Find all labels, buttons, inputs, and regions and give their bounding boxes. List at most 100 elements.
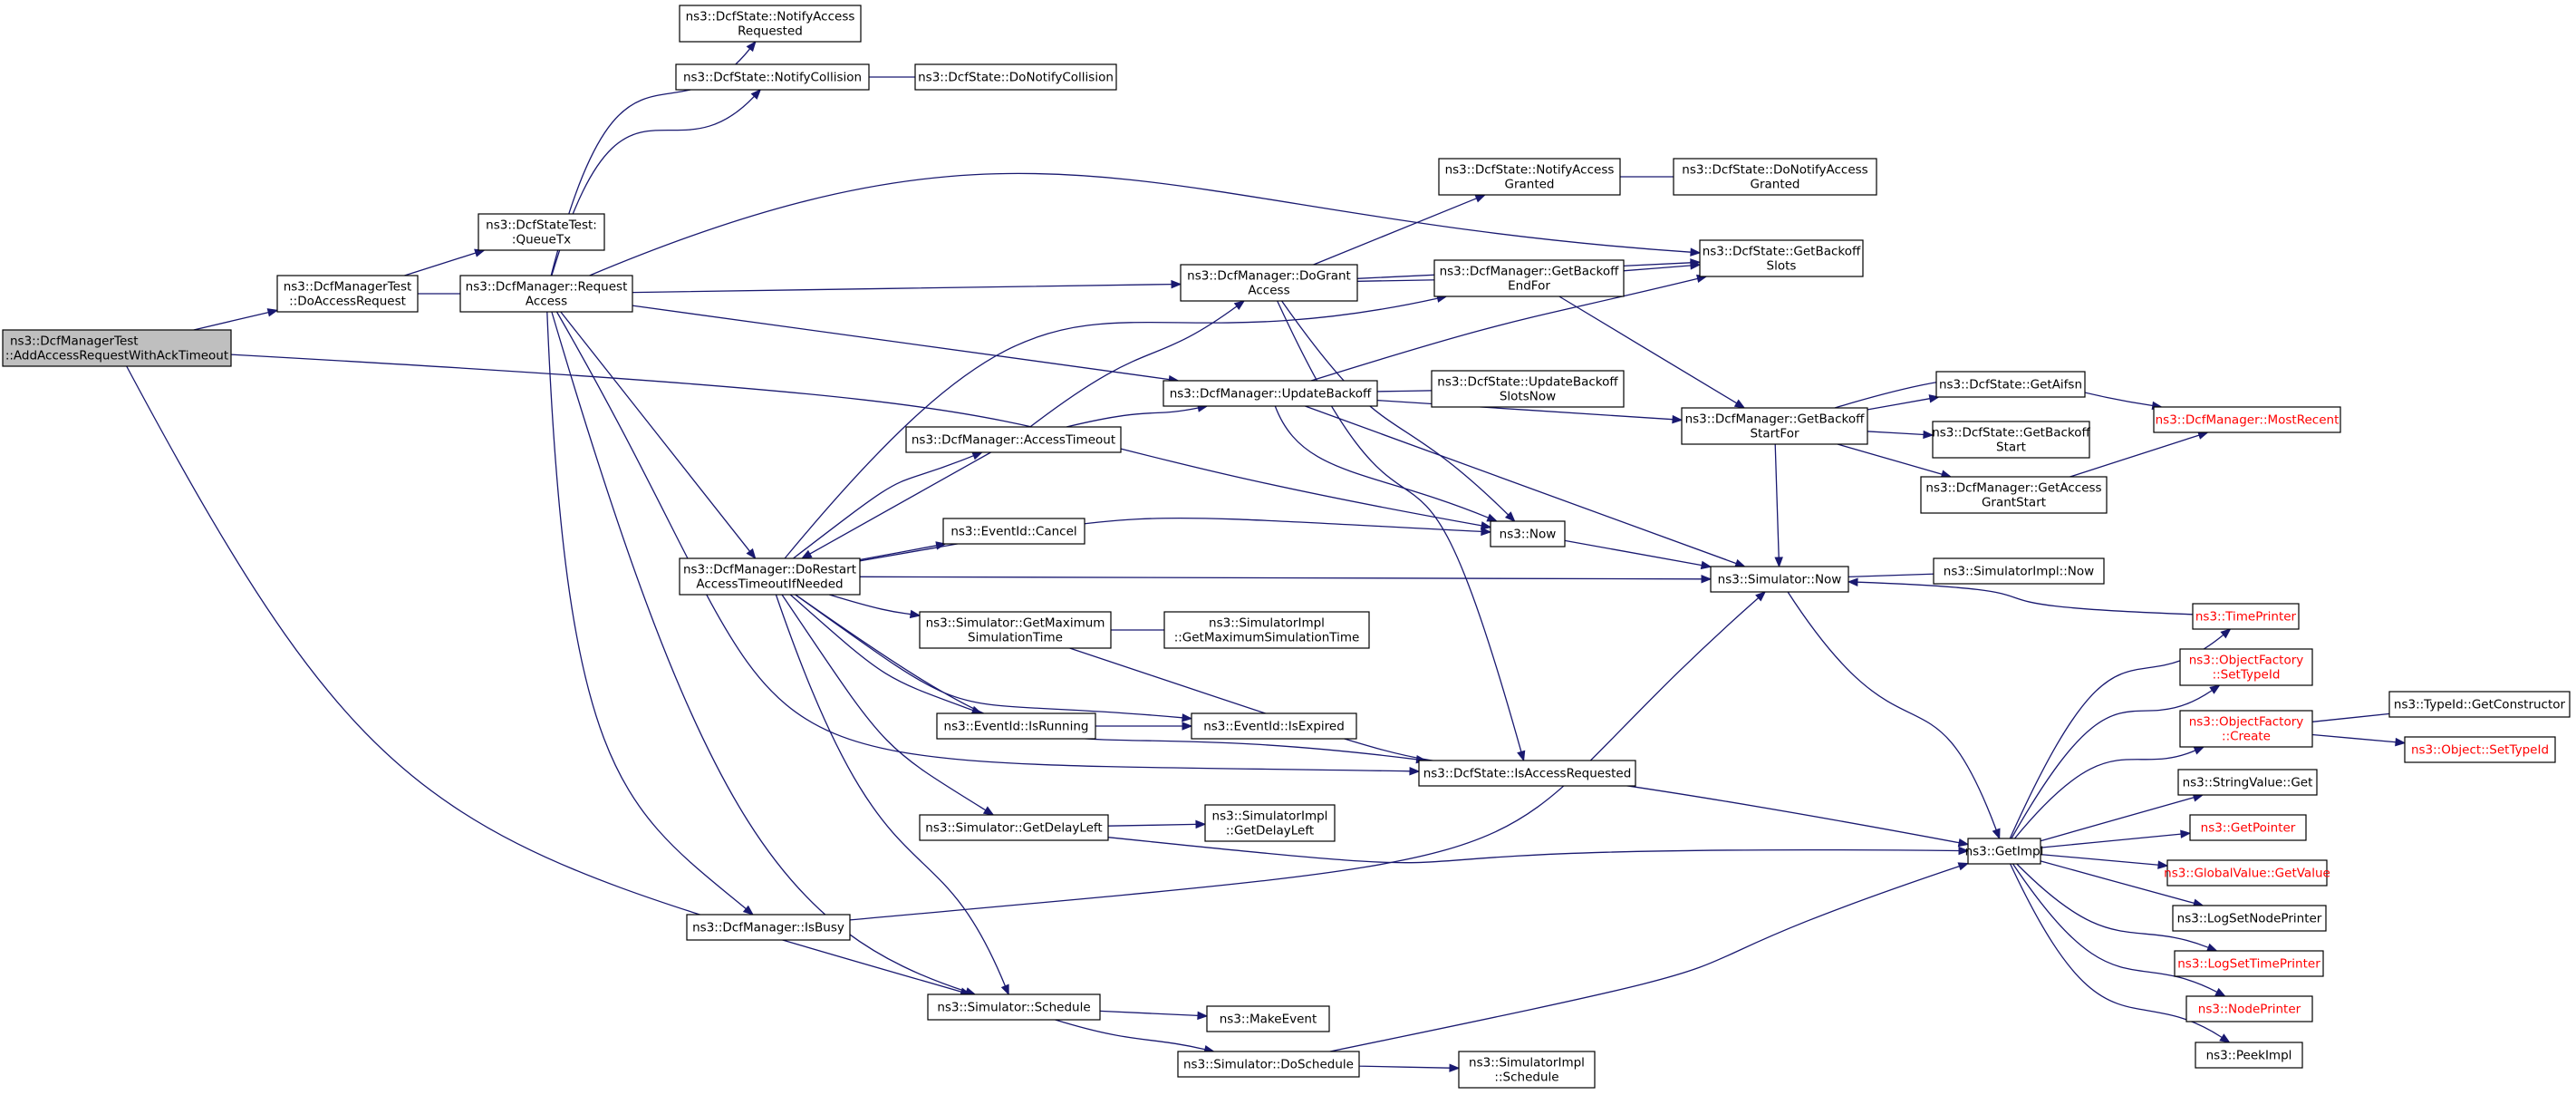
function-node[interactable]: ns3::LogSetNodePrinter <box>2172 905 2327 932</box>
node-label: ns3::DcfState::DoNotifyAccess <box>1682 163 1867 178</box>
node-label: ::Create <box>2222 730 2271 744</box>
arrowhead-icon <box>1449 1063 1461 1072</box>
node-label: ns3::DcfManagerTest <box>284 280 412 295</box>
node-label: ns3::DcfState::UpdateBackoff <box>1437 375 1618 390</box>
node-label: ns3::StringValue::Get <box>2183 776 2313 790</box>
function-node[interactable]: ns3::GlobalValue::GetValue <box>2164 859 2330 887</box>
call-edge <box>2013 746 2205 839</box>
call-edge <box>1373 385 1442 395</box>
function-node[interactable]: ns3::ObjectFactory::SetTypeId <box>2179 648 2313 686</box>
function-node[interactable]: ns3::DcfState::DoNotifyCollision <box>914 63 1117 91</box>
arrowhead-icon <box>2180 829 2192 838</box>
function-node[interactable]: ns3::Simulator::Schedule <box>927 993 1101 1021</box>
function-node[interactable]: ns3::DcfManager::UpdateBackoff <box>1163 380 1378 407</box>
call-edge <box>1066 403 1209 428</box>
function-node[interactable]: ns3::TypeId::GetConstructor <box>2388 691 2571 718</box>
node-box <box>2185 995 2313 1022</box>
function-node[interactable]: ns3::Simulator::GetMaximumSimulationTime <box>919 611 1112 649</box>
node-box <box>1681 407 1868 445</box>
function-node[interactable]: ns3::SimulatorImpl::Now <box>1933 557 2105 585</box>
call-edge <box>2011 684 2221 839</box>
function-node[interactable]: ns3::DcfManager::IsBusy <box>686 914 851 941</box>
node-box <box>2174 950 2324 977</box>
arrowhead-icon <box>2209 684 2221 694</box>
call-edge-line <box>2311 733 2397 743</box>
node-box <box>2189 814 2307 841</box>
arrowhead-icon <box>1182 713 1193 722</box>
call-edge <box>2311 708 2399 722</box>
arrowhead-icon <box>1171 279 1182 289</box>
arrowhead-icon <box>1197 1011 1209 1021</box>
call-edge-line <box>560 311 751 552</box>
arrowhead-icon <box>746 40 757 53</box>
call-edge-line <box>1622 265 1692 272</box>
function-node[interactable]: ns3::DcfManager::AccessTimeout <box>905 426 1122 453</box>
node-box <box>1433 259 1625 297</box>
function-node[interactable]: ns3::Now <box>1490 520 1566 548</box>
function-node[interactable]: ns3::DcfState::IsAccessRequested <box>1418 760 1636 787</box>
function-node[interactable]: ns3::SimulatorImpl::GetMaximumSimulation… <box>1163 611 1370 649</box>
function-node[interactable]: ns3::DcfManager::DoRestartAccessTimeoutI… <box>679 557 861 596</box>
arrowhead-icon <box>266 308 279 317</box>
arrowhead-icon <box>1992 828 2001 840</box>
arrowhead-icon <box>2206 943 2218 952</box>
function-node[interactable]: ns3::EventId::Cancel <box>942 518 1085 545</box>
function-node[interactable]: ns3::Simulator::DoSchedule <box>1177 1051 1360 1078</box>
call-edge <box>2069 431 2209 478</box>
function-node[interactable]: ns3::SimulatorImpl::Schedule <box>1458 1051 1596 1089</box>
function-node[interactable]: ns3::PeekImpl <box>2195 1042 2303 1069</box>
call-edge <box>775 594 1009 996</box>
arrowhead-icon <box>909 609 921 619</box>
function-node[interactable]: ns3::TimePrinter <box>2192 603 2300 630</box>
function-node[interactable]: ns3::SimulatorImpl::GetDelayLeft <box>1204 804 1336 842</box>
function-node[interactable]: ns3::DcfStateTest::QueueTx <box>478 213 605 251</box>
function-node[interactable]: ns3::EventId::IsRunning <box>936 712 1096 740</box>
node-box <box>914 63 1117 91</box>
node-box <box>2195 1042 2303 1069</box>
function-node[interactable]: ns3::StringValue::Get <box>2177 769 2318 796</box>
arrowhead-icon <box>1734 558 1746 567</box>
function-node[interactable]: ns3::Simulator::Now <box>1710 566 1849 593</box>
function-node[interactable]: ns3::DcfManagerTest::DoAccessRequest <box>276 275 419 313</box>
function-node[interactable]: ns3::LogSetTimePrinter <box>2174 950 2324 977</box>
node-box <box>905 426 1122 453</box>
function-node[interactable]: ns3::DcfState::NotifyCollision <box>675 63 870 91</box>
function-node[interactable]: ns3::DcfState::GetAifsn <box>1935 371 2086 398</box>
node-box <box>1206 1005 1330 1032</box>
node-box <box>276 275 419 313</box>
node-box <box>686 914 851 941</box>
node-label: ns3::Now <box>1500 528 1557 542</box>
node-box <box>2153 406 2341 433</box>
call-edge <box>1558 296 1746 409</box>
node-box <box>2192 603 2300 630</box>
node-label: EndFor <box>1508 279 1550 294</box>
arrowhead-icon <box>742 905 755 916</box>
call-edge <box>2040 829 2192 848</box>
call-edge-line <box>1376 399 1674 421</box>
function-node[interactable]: ns3::EventId::IsExpired <box>1191 712 1357 740</box>
function-node[interactable]: ns3::GetImpl <box>1965 838 2044 865</box>
call-edge-line <box>1281 300 1510 516</box>
function-node[interactable]: ns3::DcfManager::MostRecent <box>2153 406 2341 433</box>
function-node[interactable]: ns3::Simulator::GetDelayLeft <box>919 814 1109 841</box>
node-box <box>1710 566 1849 593</box>
function-node[interactable]: ns3::Object::SetTypeId <box>2404 736 2556 763</box>
root-function-node[interactable]: ns3::DcfManagerTest::AddAccessRequestWit… <box>2 329 232 367</box>
function-node[interactable]: ns3::NodePrinter <box>2185 995 2313 1022</box>
function-node[interactable]: ns3::GetPointer <box>2189 814 2307 841</box>
function-node[interactable]: ns3::MakeEvent <box>1206 1005 1330 1032</box>
function-node[interactable]: ns3::ObjectFactory::Create <box>2179 710 2313 748</box>
call-edge-line <box>1358 1065 1451 1069</box>
call-edge <box>1095 722 1193 731</box>
